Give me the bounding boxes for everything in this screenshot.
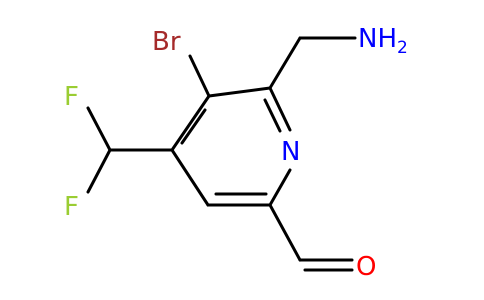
bromine-label: Br <box>152 27 181 57</box>
bond-n1-c2-inner <box>263 98 282 133</box>
fluorine-bottom-label: F <box>64 192 79 222</box>
atom-labels: Br N NH2 F F O <box>64 24 408 282</box>
bond-c3-c4-inner <box>180 108 207 145</box>
bond-c4-c5 <box>170 148 210 207</box>
fluorine-top-label: F <box>64 82 79 112</box>
aldehyde-oxygen-label: O <box>356 252 376 282</box>
ring-nitrogen-label: N <box>281 137 300 167</box>
bond-chf2-f-bottom <box>86 148 112 194</box>
bond-c2-c3 <box>207 86 272 98</box>
pyridine-ring <box>170 86 292 207</box>
bond-c3-br <box>188 54 211 98</box>
bond-chf2-f-top <box>86 106 112 152</box>
bond-c3-c4 <box>170 94 211 152</box>
bond-c6-n1 <box>268 168 292 207</box>
bond-c2-ch2 <box>268 36 302 90</box>
amine-subscript: 2 <box>397 38 408 58</box>
amine-label: NH2 <box>358 24 408 58</box>
substituent-bonds <box>86 36 357 272</box>
amine-symbol: NH <box>358 24 397 54</box>
bond-c6-cho <box>268 203 302 262</box>
bond-n1-c2 <box>268 86 292 132</box>
